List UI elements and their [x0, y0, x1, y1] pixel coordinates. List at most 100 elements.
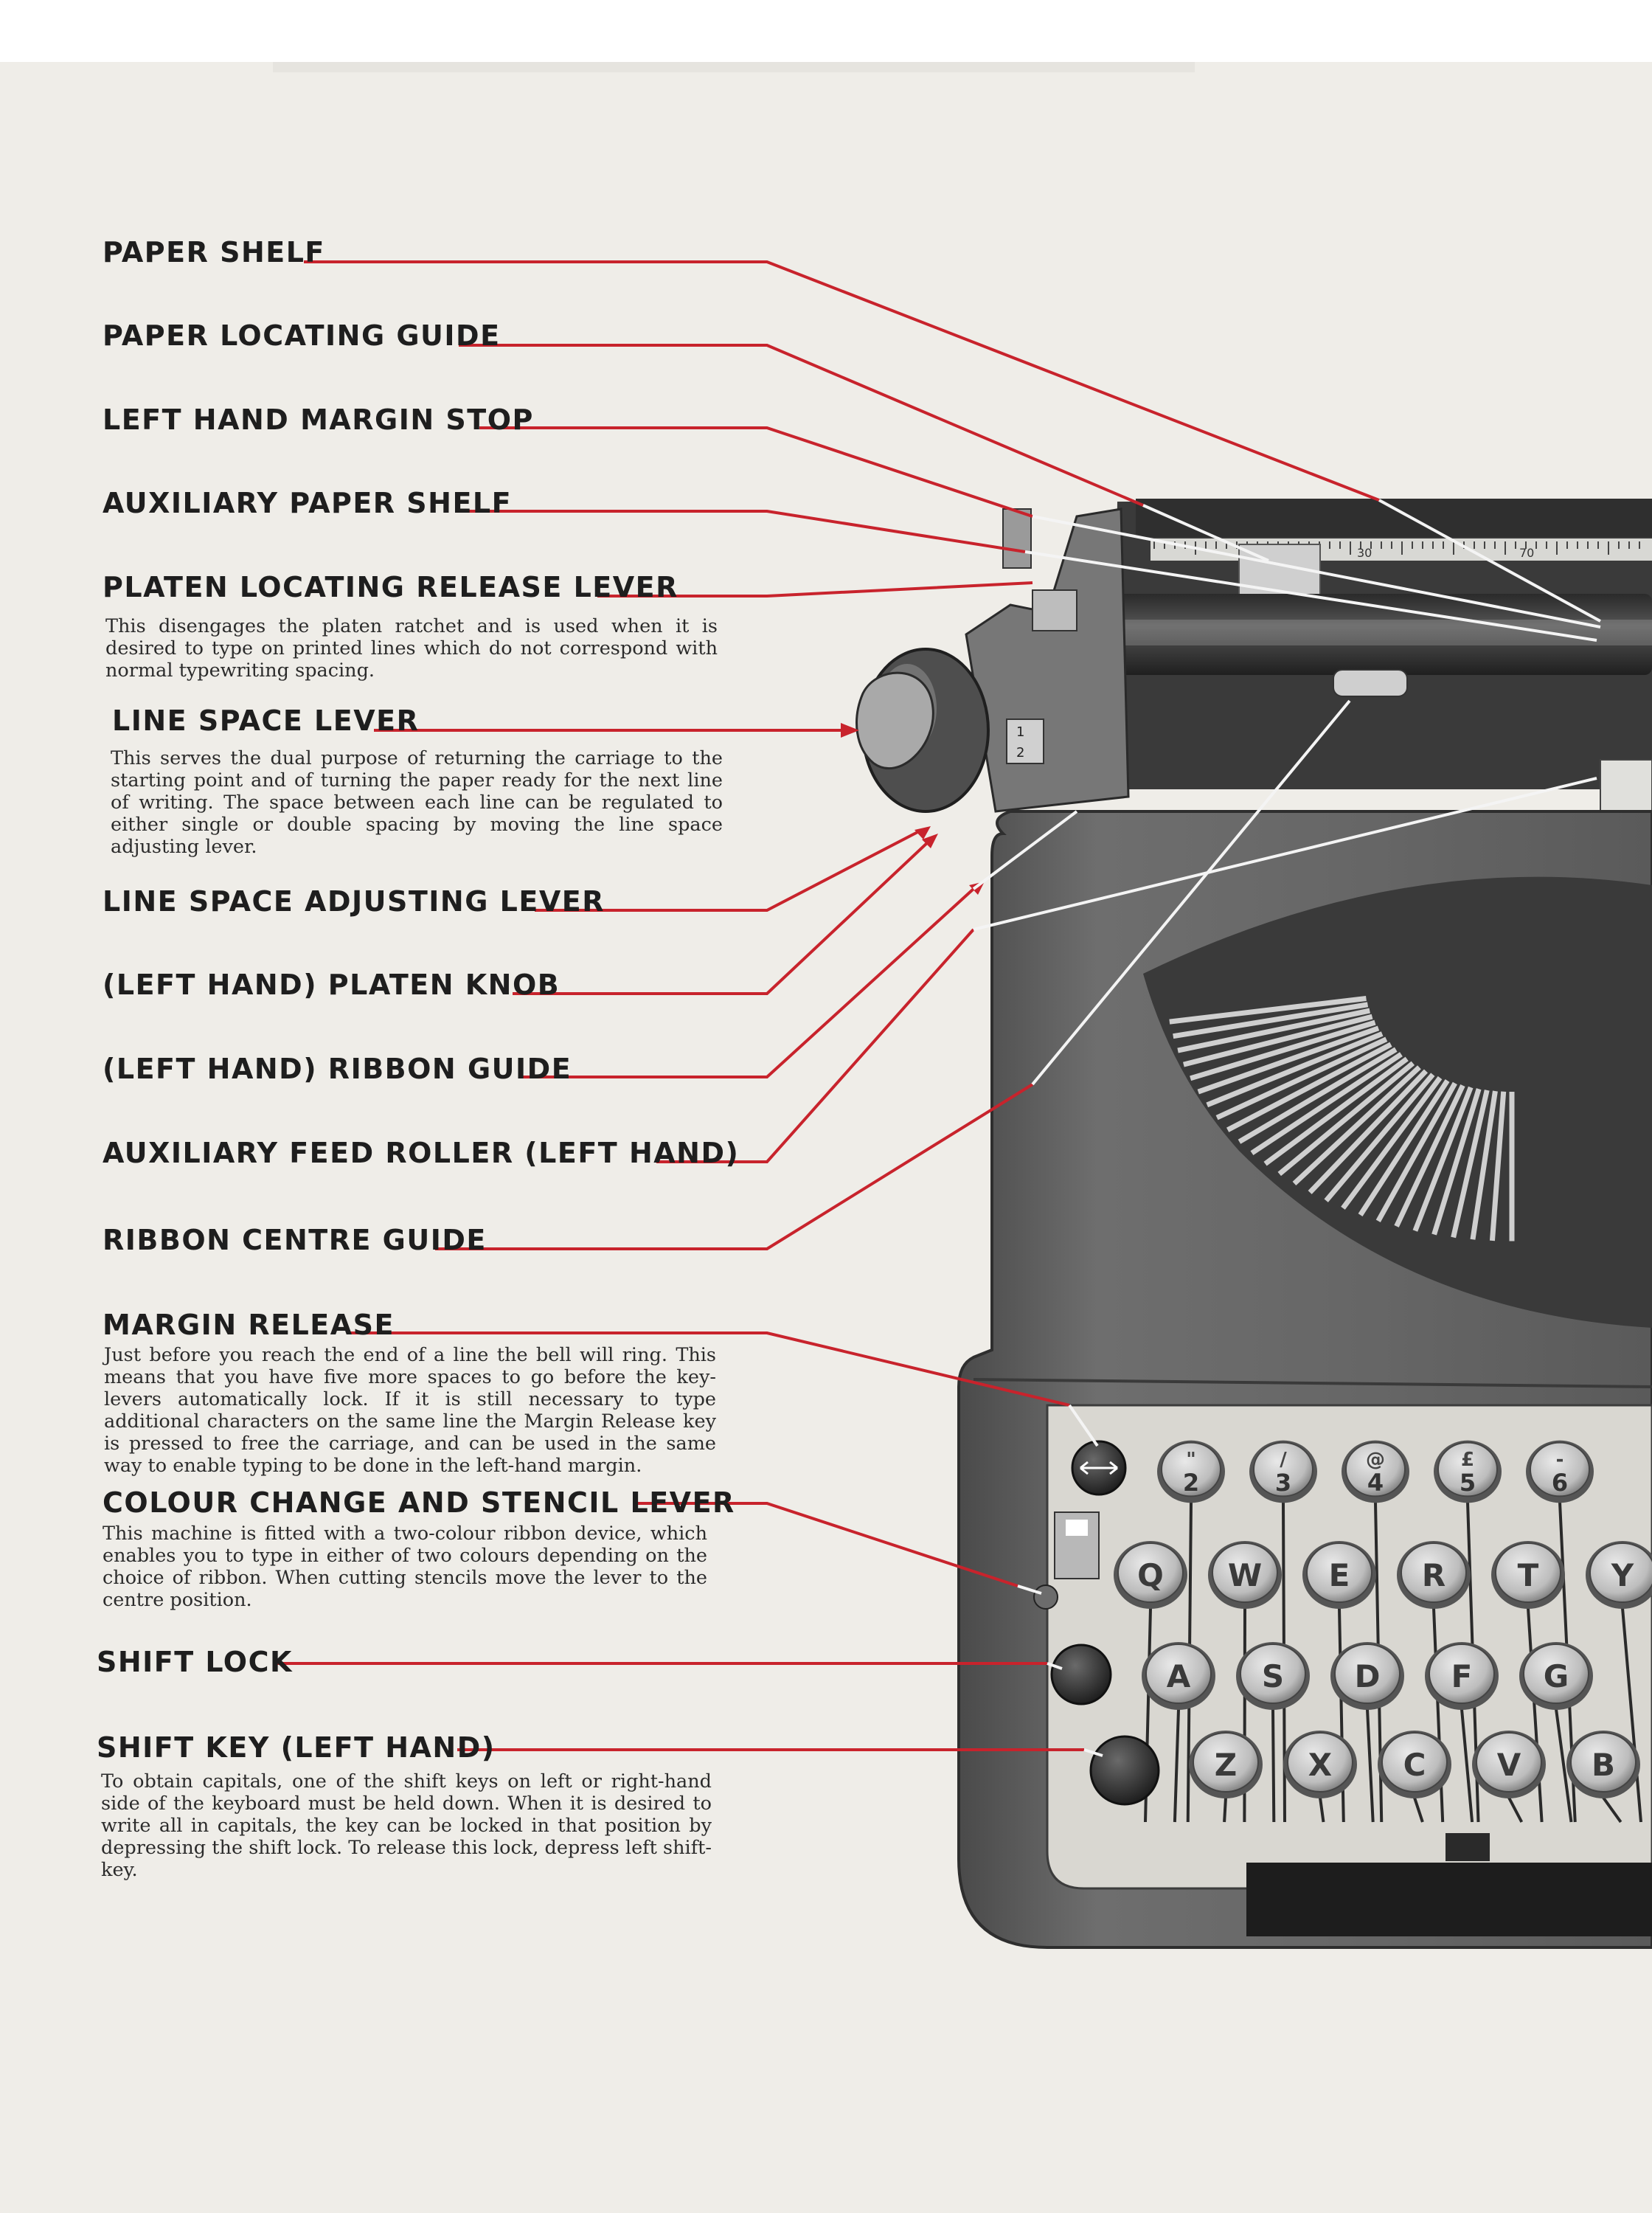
platen-highlight [1106, 620, 1652, 645]
label-auxiliary-paper-shelf: AUXILIARY PAPER SHELF [103, 487, 513, 519]
paper-shelf-plate [1136, 499, 1652, 537]
letter-key: Y [1586, 1541, 1652, 1609]
key-face [1345, 1441, 1406, 1497]
key-upper-glyph: / [1280, 1449, 1287, 1471]
margin-stop [1002, 508, 1032, 569]
desc-colour-change-stencil-lever: This machine is fitted with a two-colour… [103, 1523, 707, 1611]
key-stem [1413, 1797, 1424, 1823]
letter-key: F [1425, 1642, 1499, 1710]
margin-release-key [1071, 1440, 1127, 1496]
key-glyph: E [1329, 1557, 1350, 1593]
letter-key: V [1472, 1731, 1546, 1798]
letter-key: T [1491, 1541, 1565, 1609]
key-stem [1621, 1607, 1642, 1823]
key-lower-glyph: 2 [1183, 1469, 1199, 1497]
typebar [1358, 1079, 1450, 1216]
key-glyph: T [1518, 1557, 1539, 1593]
key-face [1193, 1732, 1259, 1793]
key-lower-glyph: 6 [1552, 1469, 1568, 1497]
number-key: "2 [1157, 1440, 1225, 1503]
line-space-mark: 2 [1016, 745, 1024, 761]
typebar [1375, 1081, 1457, 1222]
key-upper-glyph: @ [1366, 1449, 1385, 1471]
key-stem [1460, 1708, 1474, 1823]
leader-platen-knob [513, 839, 931, 995]
platen-release-lever [1032, 589, 1077, 631]
typebar [1197, 1025, 1380, 1095]
letter-key: C [1378, 1731, 1451, 1798]
key-stem [1507, 1797, 1524, 1823]
key-face [1530, 1441, 1590, 1497]
key-glyph: A [1167, 1658, 1191, 1694]
key-face [1437, 1441, 1498, 1497]
ribbon-centre-guide [1333, 669, 1408, 697]
desc-line-space-lever: This serves the dual purpose of returnin… [111, 747, 723, 858]
key-stem [1223, 1797, 1227, 1823]
label-margin-release: MARGIN RELEASE [103, 1309, 395, 1341]
shift-lock-key [1050, 1644, 1112, 1705]
leader-paper-shelf [304, 260, 1380, 502]
typebar [1226, 1042, 1392, 1132]
key-stem [1555, 1708, 1573, 1823]
key-glyph: R [1422, 1557, 1446, 1593]
key-face [1570, 1732, 1637, 1793]
typebar [1277, 1061, 1415, 1177]
scale-number: 70 [1519, 546, 1534, 560]
leader-margin-release [347, 1331, 1070, 1407]
letter-key: Z [1189, 1731, 1263, 1798]
letter-key: Q [1114, 1541, 1187, 1609]
label-shift-lock: SHIFT LOCK [97, 1646, 293, 1678]
letter-key: X [1283, 1731, 1357, 1798]
key-face [1334, 1644, 1401, 1704]
letter-key: D [1330, 1642, 1404, 1710]
key-glyph: B [1592, 1747, 1615, 1783]
key-glyph: D [1355, 1658, 1381, 1694]
letter-key: A [1142, 1642, 1215, 1710]
key-face [1401, 1542, 1467, 1603]
typebar [1206, 1031, 1384, 1108]
desc-margin-release: Just before you reach the end of a line … [104, 1344, 716, 1477]
key-stem [1366, 1708, 1375, 1823]
typebar [1190, 1019, 1376, 1081]
key-glyph: Y [1611, 1557, 1634, 1593]
key-upper-glyph: " [1186, 1449, 1196, 1471]
leader-ribbon-centre [435, 1083, 1034, 1250]
key-glyph: Q [1137, 1557, 1164, 1593]
key-face [1212, 1542, 1278, 1603]
leader-colour-change [634, 1502, 1018, 1587]
number-key: @4 [1342, 1440, 1409, 1503]
label-left-hand-platen-knob: (LEFT HAND) PLATEN KNOB [103, 969, 560, 1001]
label-paper-locating-guide: PAPER LOCATING GUIDE [103, 319, 501, 352]
leader-auxiliary-paper-shelf [465, 510, 1026, 553]
key-lower-glyph: 3 [1275, 1469, 1291, 1497]
typebar [1183, 1014, 1373, 1067]
scale-number: 30 [1357, 546, 1372, 560]
label-left-hand-ribbon-guide: (LEFT HAND) RIBBON GUIDE [103, 1053, 572, 1085]
red-arrowheads [841, 723, 985, 895]
typebar [1292, 1065, 1421, 1185]
line-space-selector [1006, 718, 1044, 764]
number-key: -6 [1526, 1440, 1594, 1503]
label-auxiliary-feed-roller: AUXILIARY FEED ROLLER (LEFT HAND) [103, 1137, 740, 1169]
desc-shift-key-left-hand: To obtain capitals, one of the shift key… [101, 1770, 712, 1881]
page-top-edge [273, 62, 1195, 72]
letter-key: S [1236, 1642, 1310, 1710]
key-glyph: F [1451, 1658, 1473, 1694]
key-glyph: Z [1215, 1747, 1237, 1783]
key-glyph: V [1497, 1747, 1521, 1783]
leader-ribbon-guide [520, 887, 975, 1078]
key-stem [1271, 1708, 1276, 1823]
key-face [1589, 1542, 1652, 1603]
typebar [1451, 1090, 1490, 1239]
shift-key-left [1089, 1735, 1160, 1806]
label-line-space-adjusting-lever: LINE SPACE ADJUSTING LEVER [103, 885, 605, 918]
key-upper-glyph: - [1556, 1449, 1564, 1471]
key-stem [1173, 1708, 1180, 1823]
front-deck-edge [973, 1378, 1652, 1388]
space-bar-arm [1446, 1833, 1490, 1861]
key-face [1381, 1732, 1448, 1793]
key-glyph: G [1544, 1658, 1569, 1694]
typebar [1470, 1090, 1498, 1240]
